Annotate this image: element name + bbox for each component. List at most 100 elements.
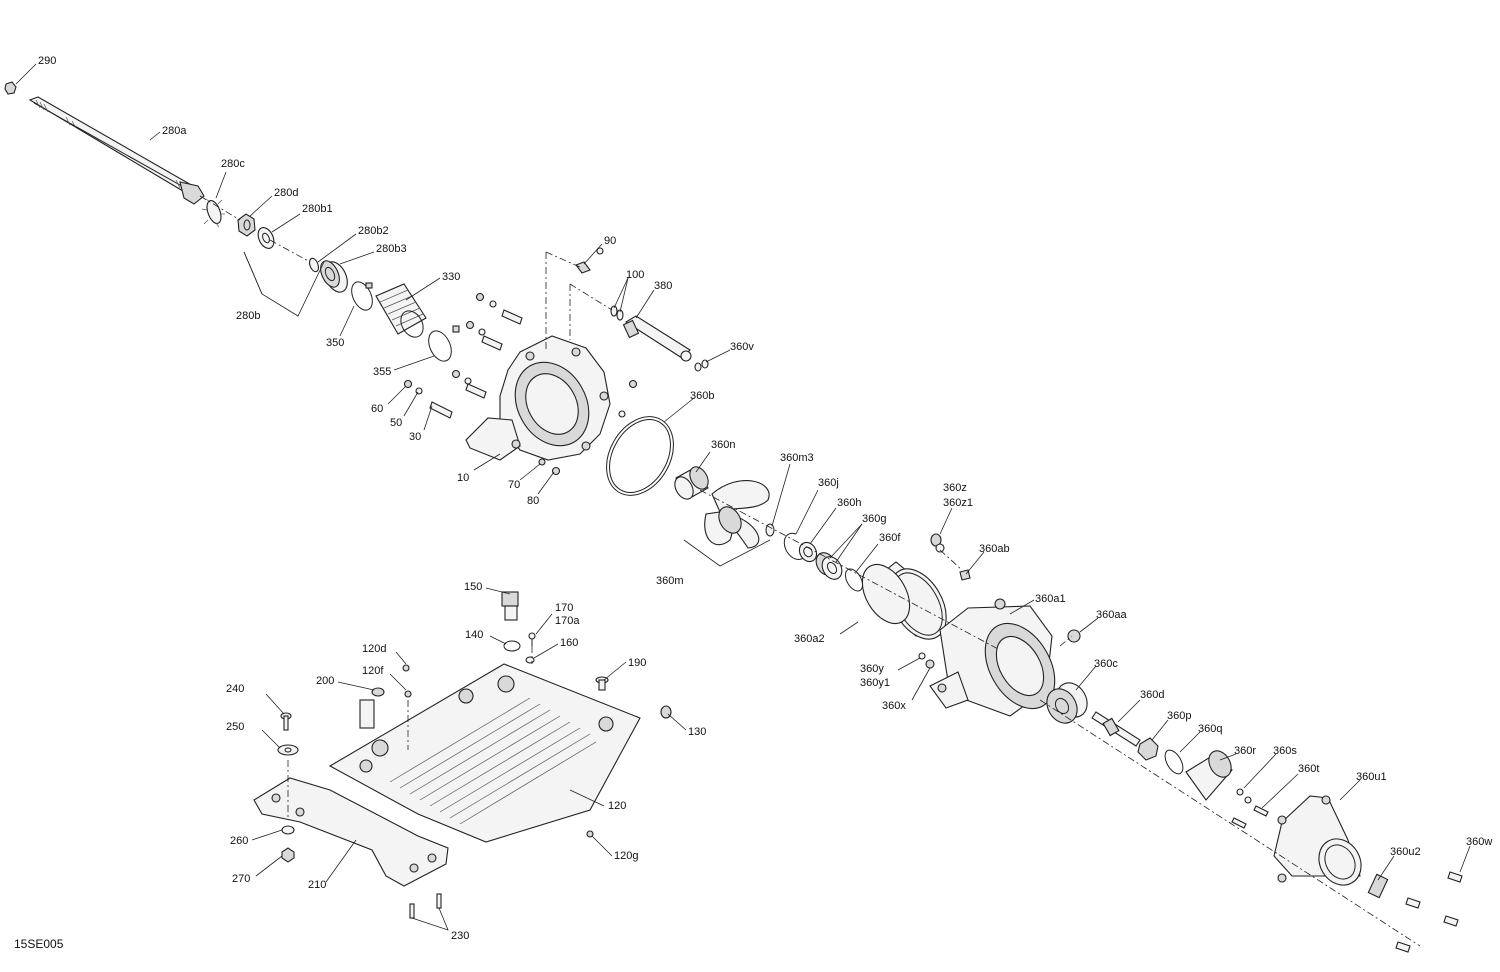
callout-360p: 360p [1167,710,1191,722]
part-360b-o-ring [606,416,674,496]
part-140-o-ring [503,640,521,652]
part-330-boot [375,283,427,338]
callout-360aa: 360aa [1096,609,1127,621]
callout-270: 270 [232,873,250,885]
callout-360x: 360x [882,700,906,712]
callout-360y1: 360y1 [860,677,890,689]
part-360n-bushing [674,466,709,500]
callout-360a2: 360a2 [794,633,825,645]
drawing-reference-number: 15SE005 [14,937,64,951]
ride-plate-group [253,591,672,919]
callout-100: 100 [626,269,644,281]
callout-250: 250 [226,721,244,733]
part-360q-o-ring [1164,749,1184,775]
drive-shaft-group [4,81,460,362]
part-360y-washer [918,652,935,669]
callout-120f: 120f [362,665,384,677]
part-260-washer [281,825,295,835]
part-360d-shaft [1091,711,1141,747]
callout-360s: 360s [1273,745,1297,757]
callout-290: 290 [38,55,56,67]
callout-30: 30 [409,431,421,443]
callout-240: 240 [226,683,244,695]
callout-355: 355 [373,366,391,378]
part-280a-drive-shaft [28,96,205,205]
part-360u2-spacer [1367,873,1389,899]
callout-10: 10 [457,472,469,484]
callout-380: 380 [654,280,672,292]
part-360m-impeller [704,480,770,549]
callout-130: 130 [688,726,706,738]
callout-350: 350 [326,337,344,349]
callout-labels: 290 280a 280c 280d 280b1 280b2 280b3 280… [38,55,1492,942]
part-250-washer [277,744,299,756]
callout-360c: 360c [1094,658,1118,670]
housing-fasteners [403,247,638,476]
part-170-screw [528,632,536,646]
callout-70: 70 [508,479,520,491]
callout-210: 210 [308,879,326,891]
callout-360g: 360g [862,513,886,525]
callout-360y: 360y [860,663,884,675]
part-120g-screw [586,830,594,838]
stator-group [918,533,1463,953]
callout-260: 260 [230,835,248,847]
part-355-clamp [428,325,460,362]
callout-360h: 360h [837,497,861,509]
housing-group [403,247,709,476]
callout-360z: 360z [943,482,967,494]
part-360m3-ring [765,523,775,537]
part-200-fitting [359,687,385,729]
part-270-nut [281,847,295,863]
callout-150: 150 [464,581,482,593]
part-10-pump-support-housing [465,335,611,461]
callout-360w: 360w [1466,836,1492,848]
part-120-ride-plate [328,663,641,843]
part-190-screw [595,676,609,691]
callout-360m: 360m [656,575,684,587]
part-280b2-o-ring [308,257,320,273]
callout-360b: 360b [690,390,714,402]
callout-280d: 280d [274,187,298,199]
part-360c-bearing [1046,682,1088,724]
part-360h-bearing [798,541,818,563]
callout-140: 140 [465,629,483,641]
callout-170a: 170a [555,615,580,627]
callout-280b3: 280b3 [376,243,407,255]
callout-360v: 360v [730,341,754,353]
part-280b3-seal-carrier [320,260,348,293]
callout-230: 230 [451,930,469,942]
callout-170: 170 [555,602,573,614]
part-100-washer [610,305,624,321]
callout-280c: 280c [221,158,245,170]
callout-200: 200 [316,675,334,687]
callout-120: 120 [608,800,626,812]
leader-lines [15,63,1471,931]
assembly-axis-lines [199,195,1421,947]
callout-360a1: 360a1 [1035,593,1066,605]
callout-360t: 360t [1298,763,1319,775]
part-290-nut [4,81,17,95]
callout-160: 160 [560,637,578,649]
part-240-bolt [280,712,292,731]
callout-120d: 120d [362,643,386,655]
part-360z-plug [930,533,945,553]
part-380-lever [622,315,692,362]
callout-280b2: 280b2 [358,225,389,237]
housing-studs [429,309,523,419]
callout-360r: 360r [1234,745,1256,757]
part-360w-screws [1395,871,1463,953]
part-280d-nut [237,213,256,237]
part-360a2-wear-ring [861,561,947,640]
part-120d-screw [402,664,410,672]
callout-280a: 280a [162,125,187,137]
callout-280b1: 280b1 [302,203,333,215]
callout-360m3: 360m3 [780,452,814,464]
part-360t-screw [1231,805,1269,829]
callout-360j: 360j [818,477,839,489]
part-360p-nut [1137,737,1159,761]
callout-360u2: 360u2 [1390,846,1421,858]
part-360f-o-ring [844,568,864,592]
part-130-plug [660,705,672,719]
part-360aa-cap [1067,629,1081,643]
